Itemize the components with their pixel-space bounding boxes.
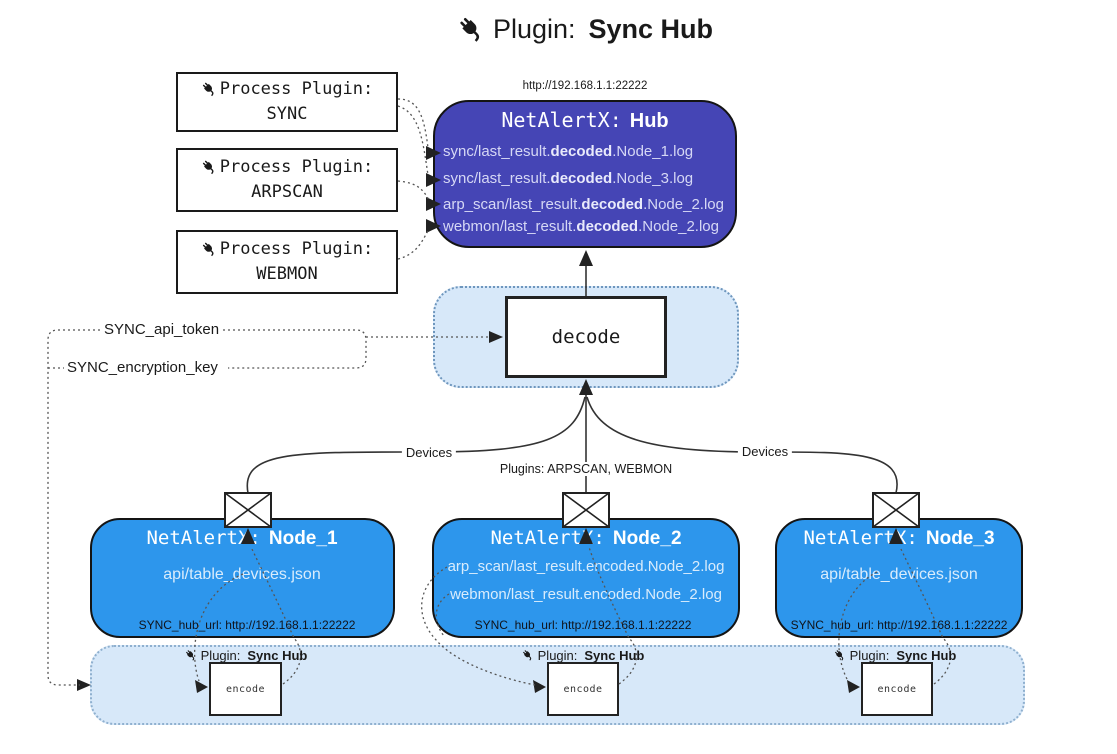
band-plugin-label: Plugin: Sync Hub [833,648,956,663]
edge-label-devices-right: Devices [737,444,793,459]
process-plugin-webmon: Process Plugin: WEBMON [176,230,398,294]
node2-title: NetAlertX:Node_2 [490,527,682,549]
band-plugin-label: Plugin: Sync Hub [184,648,307,663]
hub-log-entry: webmon/last_result.decoded.Node_2.log [443,218,719,235]
plug-icon [184,649,197,661]
process-plugin-label: Process Plugin: [219,238,374,259]
process-plugin-name: SYNC [266,104,308,124]
config-sync-api-token: SYNC_api_token [101,321,223,338]
plug-icon [833,649,846,661]
process-plugin-name: ARPSCAN [251,182,323,202]
hub-log-entry: sync/last_result.decoded.Node_1.log [443,143,694,160]
band-plugin-label: Plugin: Sync Hub [521,648,644,663]
node3-file: api/table_devices.json [820,566,978,583]
node1-hub-url: SYNC_hub_url: http://192.168.1.1:22222 [138,618,356,632]
decode-box: decode [505,296,667,378]
node3-box [775,518,1023,638]
node2-encode-box: encode [547,662,619,716]
plug-icon [200,80,217,97]
plug-icon [521,649,534,661]
node1-file: api/table_devices.json [163,566,321,583]
plug-icon [457,14,485,42]
hub-log-entry: arp_scan/last_result.decoded.Node_2.log [443,196,724,213]
process-plugin-sync: Process Plugin: SYNC [176,72,398,132]
node1-encode-box: encode [209,662,282,716]
process-plugin-name: WEBMON [256,264,318,284]
config-sync-encryption-key: SYNC_encryption_key [64,359,221,376]
hub-title-name: Hub [629,110,669,132]
page-title: Plugin: Sync Hub [457,14,713,45]
process-plugin-label: Process Plugin: [219,78,374,99]
node3-encode-box: encode [861,662,933,716]
plug-icon [200,158,217,175]
hub-title-prefix: NetAlertX: [501,108,622,132]
hub-log-entry: sync/last_result.decoded.Node_3.log [443,170,694,187]
plug-icon [200,240,217,257]
node2-hub-url: SYNC_hub_url: http://192.168.1.1:22222 [474,618,692,632]
node3-title: NetAlertX:Node_3 [803,527,995,549]
page-title-name: Sync Hub [588,14,714,44]
node1-title: NetAlertX:Node_1 [146,527,338,549]
node2-file: arp_scan/last_result.encoded.Node_2.log [447,558,725,575]
page-title-label: Plugin: [492,14,576,44]
node3-hub-url: SYNC_hub_url: http://192.168.1.1:22222 [790,618,1008,632]
node2-file: webmon/last_result.encoded.Node_2.log [450,586,722,603]
process-plugin-arpscan: Process Plugin: ARPSCAN [176,148,398,212]
edge-label-devices-left: Devices [401,445,457,460]
process-plugin-label: Process Plugin: [219,156,374,177]
edge-label-plugins: Plugins: ARPSCAN, WEBMON [495,462,677,476]
hub-node [433,100,737,248]
hub-url: http://192.168.1.1:22222 [522,80,648,92]
hub-title: NetAlertX: Hub [501,108,668,133]
